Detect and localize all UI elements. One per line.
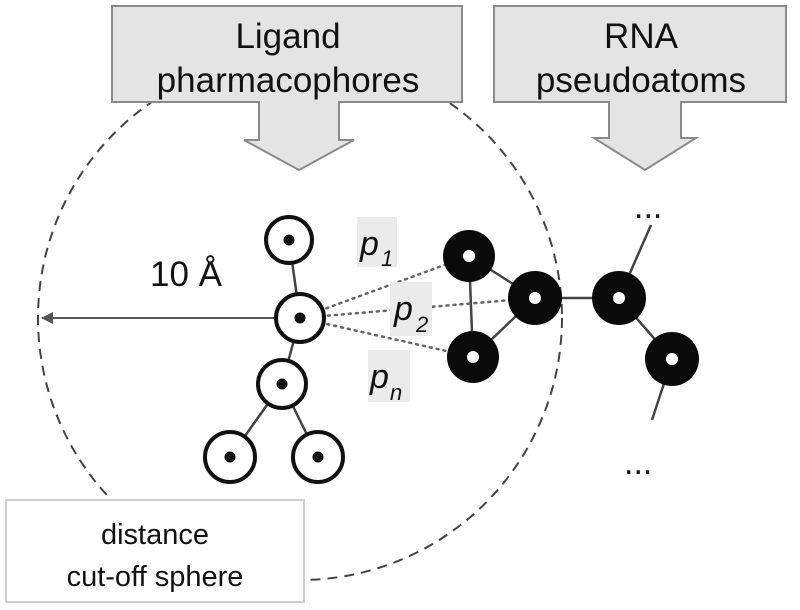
svg-text:p: p (393, 290, 413, 328)
rna-bonds (467, 224, 674, 421)
ligand-atom (264, 215, 314, 265)
pair-label-2: p 2 (390, 282, 432, 337)
sphere-label-line-1: distance (101, 519, 209, 551)
ligand-callout-line-1: Ligand (235, 17, 340, 56)
rna-callout-line-1: RNA (604, 17, 679, 56)
rna-callout-line-2: pseudoatoms (536, 61, 746, 100)
ligand-callout: Ligand pharmacophores (111, 5, 463, 172)
ligand-bonds (228, 239, 320, 458)
ellipsis-bottom: ... (624, 444, 652, 482)
ellipsis-top: ... (634, 188, 662, 226)
svg-text:2: 2 (415, 312, 428, 337)
ligand-atom (291, 430, 345, 484)
rna-pseudoatom (443, 230, 495, 282)
rna-pseudoatom (645, 332, 699, 386)
rna-pseudoatom (508, 271, 562, 325)
sphere-label-line-2: cut-off sphere (67, 561, 244, 593)
rna-pseudoatom (447, 331, 499, 383)
sphere-label-box: distance cut-off sphere (5, 499, 305, 603)
rna-callout: RNA pseudoatoms (493, 5, 787, 172)
distance-label: 10 Å (150, 255, 223, 294)
ligand-atom (256, 358, 308, 410)
pair-label-1: p 1 (357, 217, 397, 271)
ligand-atom-center (274, 292, 326, 344)
svg-text:p: p (369, 358, 389, 396)
rna-pseudoatom (592, 271, 646, 325)
svg-text:p: p (359, 225, 379, 263)
ligand-atom (203, 430, 257, 484)
ligand-callout-line-2: pharmacophores (157, 61, 420, 100)
svg-text:n: n (390, 380, 402, 405)
pair-label-n: p n (368, 350, 410, 405)
svg-text:1: 1 (381, 246, 393, 271)
